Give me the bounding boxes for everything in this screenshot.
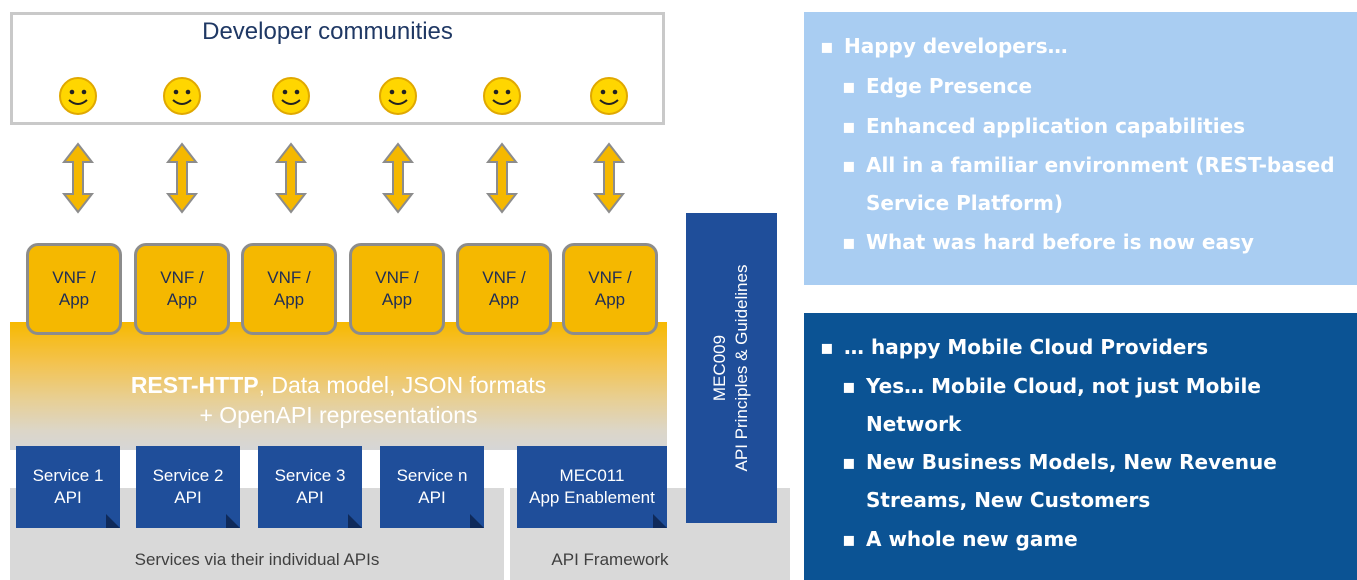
api-label: API [54, 488, 82, 507]
app-label: App [166, 290, 198, 309]
service-label: Service 3 [274, 466, 346, 485]
smiley-icon [163, 77, 201, 115]
app-label: App [488, 290, 520, 309]
mec009-text: MEC009 API Principles & Guidelines [709, 265, 753, 472]
providers-heading: … happy Mobile Cloud Providers [820, 327, 1357, 367]
double-arrow-icon [381, 142, 415, 214]
page-fold [653, 514, 667, 528]
double-arrow-icon [485, 142, 519, 214]
service-label: Service 2 [152, 466, 224, 485]
app-label: App [381, 290, 413, 309]
smiley-icon [272, 77, 310, 115]
api-label: API [418, 488, 446, 507]
vnf-app-box: VNF / App [241, 243, 337, 335]
providers-bullet-list: … happy Mobile Cloud Providers Yes… Mobi… [820, 327, 1357, 559]
list-item: Yes… Mobile Cloud, not just Mobile Netwo… [842, 367, 1357, 443]
service-api-box: Service n API [380, 446, 484, 528]
double-arrow-icon [61, 142, 95, 214]
page-fold [470, 514, 484, 528]
service-api-box: Service 1 API [16, 446, 120, 528]
page-fold [106, 514, 120, 528]
rest-http-bold: REST-HTTP [130, 372, 259, 398]
happy-providers-panel: … happy Mobile Cloud Providers Yes… Mobi… [804, 313, 1357, 580]
vnf-app-box: VNF / App [26, 243, 122, 335]
mec011-label: MEC011 [559, 466, 625, 485]
vnf-app-box: VNF / App [562, 243, 658, 335]
app-enablement-label: App Enablement [529, 488, 655, 507]
service-label: Service n [396, 466, 468, 485]
mec009-label: MEC009 [710, 334, 729, 402]
double-arrow-icon [165, 142, 199, 214]
list-item: All in a familiar environment (REST-base… [842, 146, 1357, 222]
developer-communities-box [10, 12, 665, 125]
list-item: Edge Presence [842, 66, 1357, 106]
api-framework-label: API Framework [551, 550, 669, 569]
services-bar-label: Services via their individual APIs [134, 550, 380, 569]
developers-bullet-list: Happy developers… Edge Presence Enhanced… [820, 26, 1357, 262]
vnf-label: VNF / [267, 268, 311, 287]
smiley-icon [379, 77, 417, 115]
service-api-box: Service 3 API [258, 446, 362, 528]
developers-heading: Happy developers… [820, 26, 1357, 66]
vnf-app-box: VNF / App [349, 243, 445, 335]
list-item: Enhanced application capabilities [842, 106, 1357, 146]
vnf-label: VNF / [160, 268, 204, 287]
openapi-line: + OpenAPI representations [199, 402, 478, 428]
vnf-app-box: VNF / App [456, 243, 552, 335]
page-fold [348, 514, 362, 528]
smiley-icon [59, 77, 97, 115]
api-label: API [296, 488, 324, 507]
smiley-icon [483, 77, 521, 115]
service-api-box: Service 2 API [136, 446, 240, 528]
app-label: App [594, 290, 626, 309]
mec009-box: MEC009 API Principles & Guidelines [686, 213, 777, 523]
vnf-label: VNF / [482, 268, 526, 287]
rest-http-line1: REST-HTTP, Data model, JSON formats [10, 372, 667, 399]
developer-communities-title: Developer communities [202, 18, 453, 45]
double-arrow-icon [592, 142, 626, 214]
page-fold [226, 514, 240, 528]
vnf-label: VNF / [52, 268, 96, 287]
list-item: What was hard before is now easy [842, 222, 1357, 262]
vnf-label: VNF / [375, 268, 419, 287]
list-item: New Business Models, New Revenue Streams… [842, 443, 1357, 519]
api-principles-label: API Principles & Guidelines [732, 264, 751, 472]
app-label: App [273, 290, 305, 309]
service-label: Service 1 [32, 466, 104, 485]
api-label: API [174, 488, 202, 507]
app-label: App [58, 290, 90, 309]
double-arrow-icon [274, 142, 308, 214]
smiley-icon [590, 77, 628, 115]
vnf-app-box: VNF / App [134, 243, 230, 335]
rest-http-rest: , Data model, JSON formats [258, 372, 547, 398]
happy-developers-panel: Happy developers… Edge Presence Enhanced… [804, 12, 1357, 285]
rest-http-band [10, 322, 667, 450]
vnf-label: VNF / [588, 268, 632, 287]
list-item: A whole new game [842, 519, 1357, 559]
